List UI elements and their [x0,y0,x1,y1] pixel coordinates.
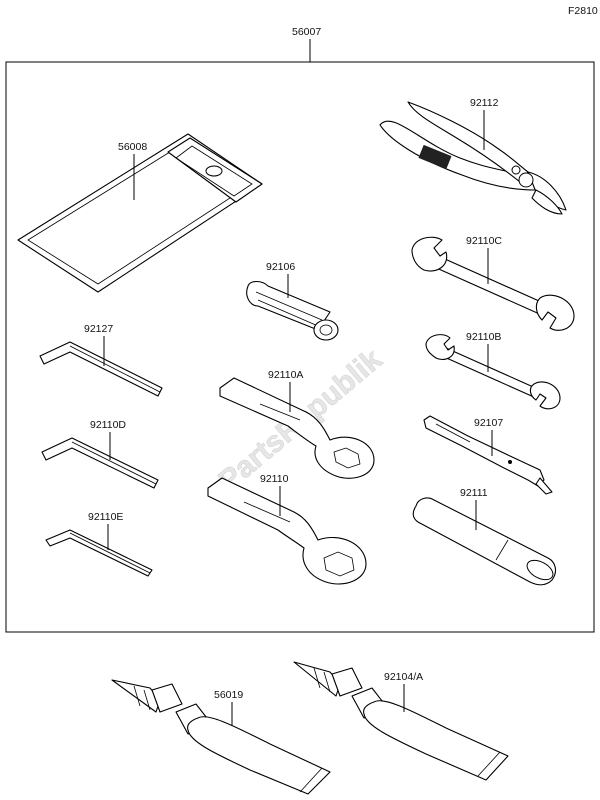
grease-tube-1 [111,679,331,795]
hex-key-e [45,529,153,577]
label-wrench-c: 92110C [466,235,502,247]
box-wrench-a [219,377,375,479]
label-hex-key-e: 92110E [88,511,123,523]
label-socket: 92106 [266,261,295,273]
label-pouch: 56008 [118,141,147,153]
label-hex-key-d: 92110D [90,419,126,431]
pliers [379,101,567,215]
screwdriver [423,415,553,495]
label-tube-1: 56019 [214,689,243,701]
tool-pouch [17,133,263,293]
label-box-wrench: 92110 [260,473,289,485]
label-tube-2: 92104/A [384,671,423,683]
hex-key-d [41,437,159,489]
figure-code: F2810 [568,5,598,17]
label-handle: 92111 [460,487,488,499]
socket [246,280,339,341]
box-wrench [207,477,367,585]
label-box-wrench-a: 92110A [268,369,303,381]
label-pliers: 92112 [470,97,499,109]
label-wrench-b: 92110B [466,331,501,343]
label-kit: 56007 [292,26,321,38]
grease-tube-2 [293,661,509,781]
kit-frame [5,61,595,633]
wrench-b [425,334,561,410]
label-screwdriver: 92107 [474,417,503,429]
wrench-c [411,236,575,331]
label-hex-key-1: 92127 [84,323,113,335]
handle-bar [412,497,557,586]
hex-key-1 [39,341,163,397]
